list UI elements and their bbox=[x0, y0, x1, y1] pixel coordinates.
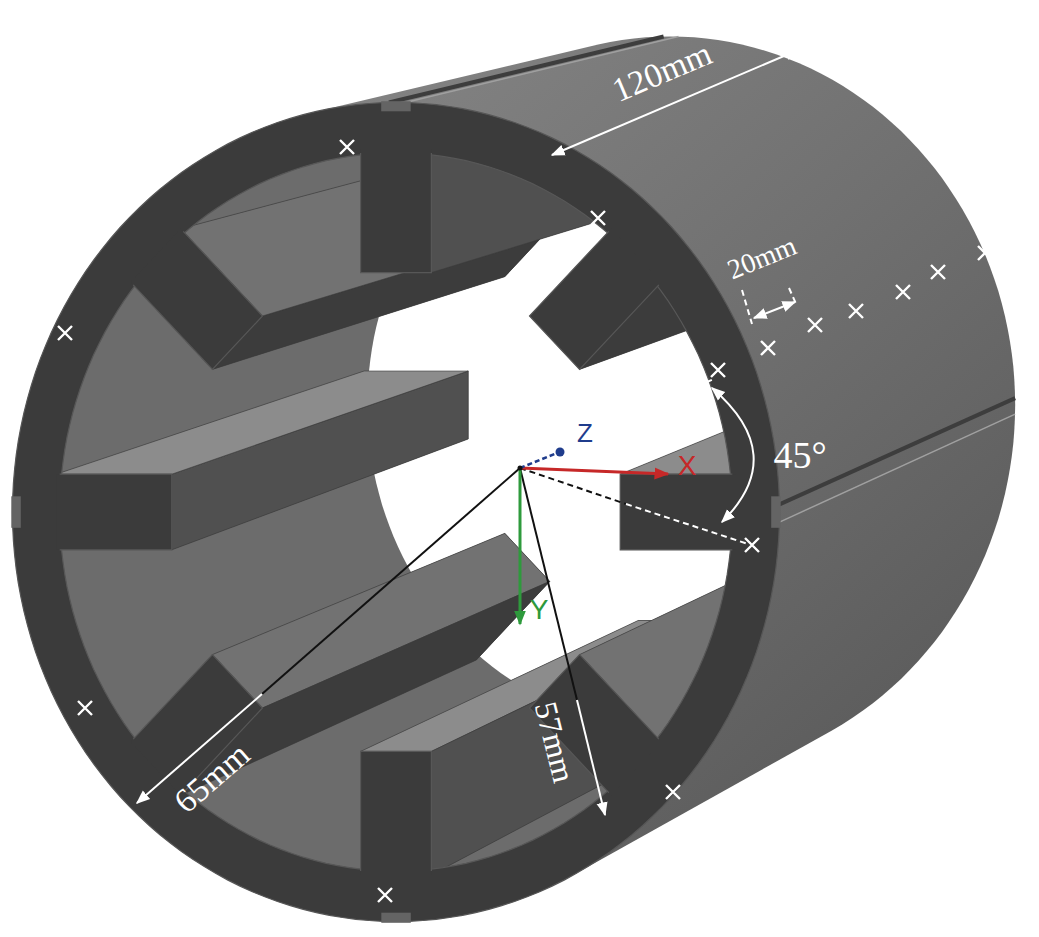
back-tooth bbox=[790, 150, 909, 277]
origin-dot bbox=[518, 466, 523, 471]
measurement-cross bbox=[849, 304, 863, 318]
radius-line bbox=[520, 468, 577, 700]
axis-label: X bbox=[678, 452, 697, 480]
tooth-front-face bbox=[530, 229, 662, 370]
back-tooth bbox=[790, 533, 909, 660]
tooth-edge bbox=[361, 153, 432, 273]
measurement-cross bbox=[761, 341, 775, 355]
tooth-front-face bbox=[361, 149, 432, 273]
extension-line bbox=[742, 290, 752, 324]
rim-notch bbox=[771, 496, 781, 528]
angle-ray bbox=[605, 379, 714, 425]
dimension-label: 120mm bbox=[608, 36, 717, 108]
tooth-front-face bbox=[620, 474, 736, 550]
y-axis-arrow bbox=[519, 468, 522, 624]
radius-line bbox=[262, 468, 520, 694]
back-tooth bbox=[872, 371, 976, 439]
axis-label: Y bbox=[530, 596, 549, 624]
dimension-label: 65mm bbox=[168, 737, 256, 820]
tooth-prism bbox=[56, 371, 468, 550]
tooth-side-face bbox=[620, 371, 976, 474]
tooth-front-face bbox=[361, 751, 432, 875]
measurement-cross bbox=[78, 701, 92, 715]
tooth-edge bbox=[620, 474, 732, 550]
measurement-cross bbox=[378, 888, 392, 902]
axis-label: Z bbox=[577, 420, 593, 446]
tooth-edge bbox=[530, 231, 659, 369]
measurement-cross bbox=[666, 785, 680, 799]
measurement-cross bbox=[808, 318, 822, 332]
tooth-front-face bbox=[56, 474, 172, 550]
tooth-prism bbox=[620, 371, 976, 550]
x-axis-arrow bbox=[520, 468, 668, 474]
rim-notch bbox=[11, 496, 20, 528]
tooth-edge bbox=[133, 231, 262, 369]
measurement-cross bbox=[745, 538, 759, 552]
tooth-edge bbox=[60, 474, 172, 550]
measurement-cross bbox=[931, 265, 945, 279]
tooth-side-face bbox=[56, 371, 468, 474]
radius-line bbox=[577, 700, 605, 815]
tooth-edge bbox=[361, 751, 432, 871]
z-axis-line bbox=[520, 453, 557, 468]
dimension-label: 57mm bbox=[530, 698, 581, 785]
measurement-cross bbox=[711, 363, 725, 377]
z-axis-dot bbox=[556, 448, 565, 457]
front-yoke-ring bbox=[13, 103, 780, 922]
dimension-line bbox=[754, 302, 795, 318]
angle-label: 45° bbox=[773, 436, 826, 474]
rim-notch bbox=[381, 101, 411, 111]
dimension-label: 20mm bbox=[724, 232, 801, 285]
measurement-cross bbox=[591, 211, 605, 225]
rim-notch bbox=[381, 913, 411, 923]
measurement-cross bbox=[340, 140, 354, 154]
measurement-cross bbox=[896, 285, 910, 299]
angle-ray bbox=[626, 504, 748, 544]
angle-ray bbox=[520, 468, 626, 504]
tooth-front-face bbox=[131, 229, 263, 370]
measurement-cross bbox=[978, 246, 992, 260]
measurement-cross bbox=[58, 326, 72, 340]
angle-arc bbox=[712, 388, 754, 522]
stator-body bbox=[13, 36, 1016, 921]
